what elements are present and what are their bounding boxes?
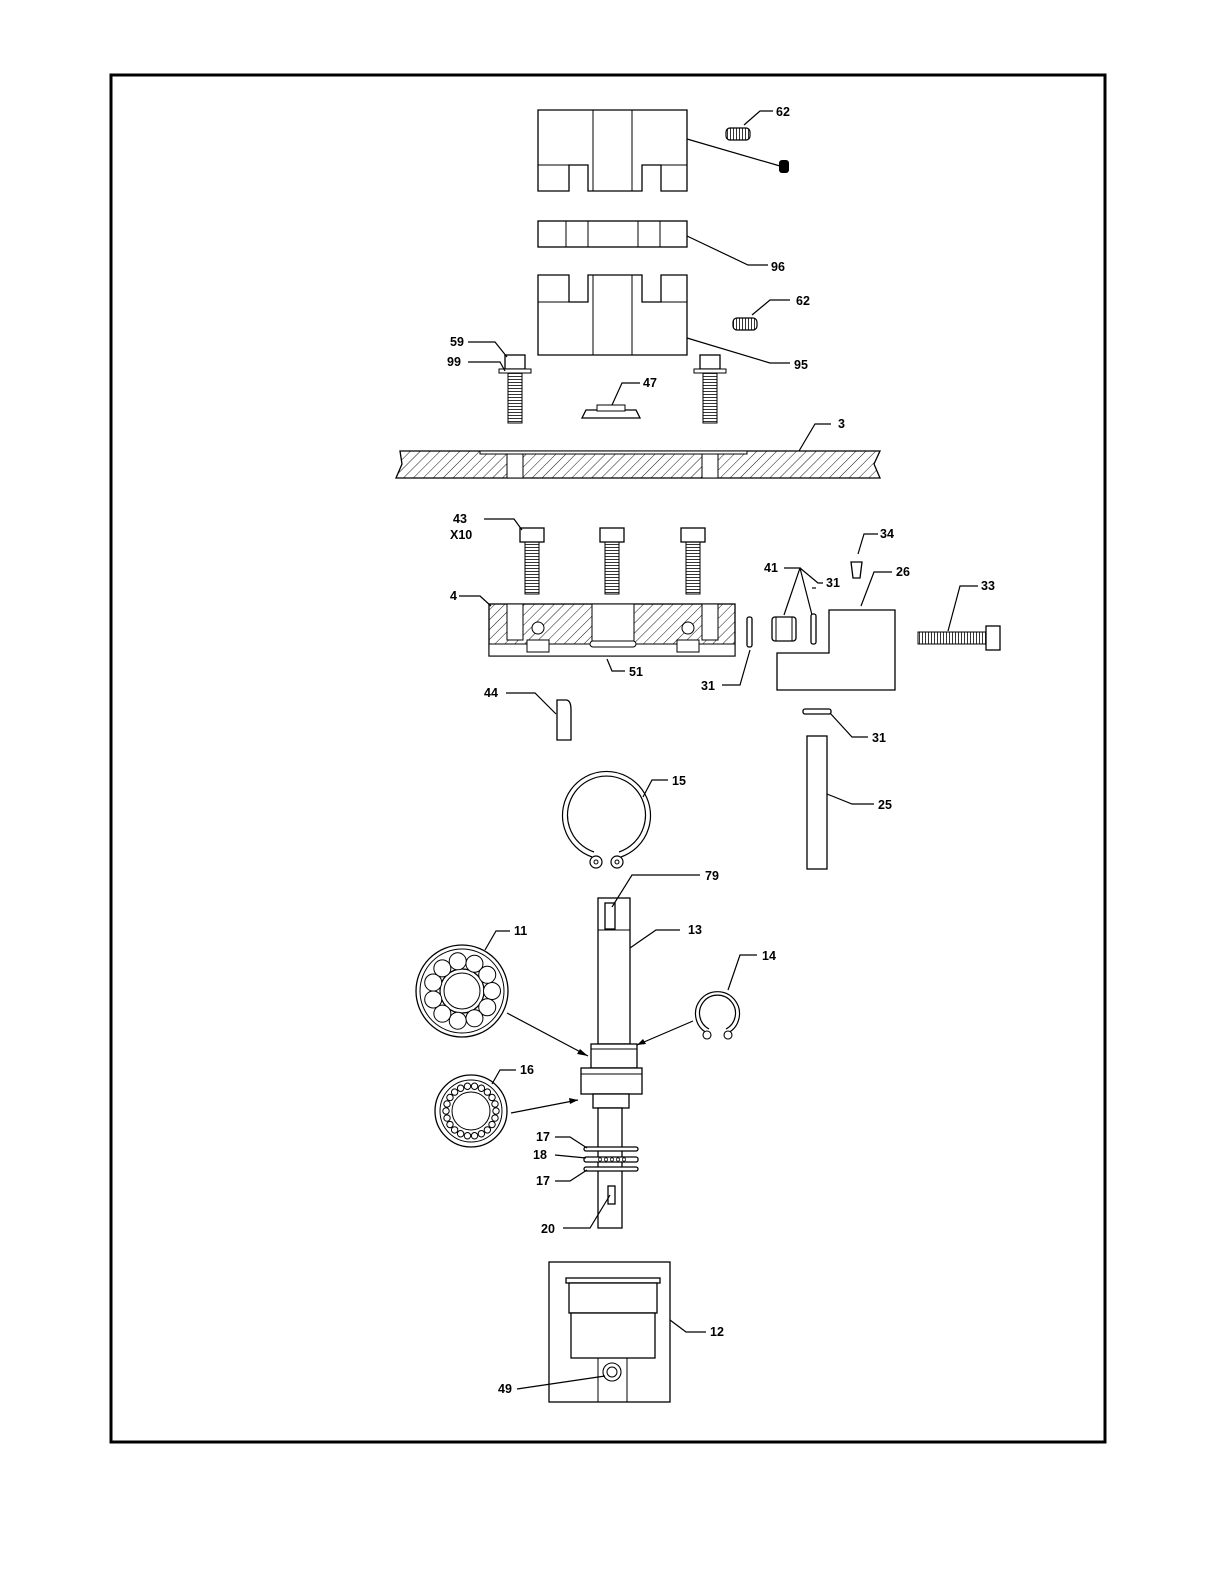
bearing-ball [489, 1094, 495, 1100]
nut-black [779, 160, 789, 173]
callout-62-mid: 62 [796, 294, 810, 308]
bearing-ball [449, 953, 466, 970]
bearing-ball [478, 1131, 484, 1137]
part-47 [582, 405, 640, 418]
bearing-16 [435, 1075, 507, 1147]
set-screw-62-top [726, 128, 750, 140]
callout-4: 4 [450, 589, 457, 603]
bearing-ball [471, 1083, 477, 1089]
bearing-ball [443, 1108, 449, 1114]
bearing-ball [451, 1089, 457, 1095]
cap-screw-43-a [520, 528, 544, 594]
set-screw-62-mid [733, 318, 757, 330]
callout-11: 11 [514, 924, 527, 938]
callout-14: 14 [762, 949, 776, 963]
callout-26: 26 [896, 565, 910, 579]
bearing-ball [444, 1101, 450, 1107]
callout-16: 16 [520, 1063, 534, 1077]
bearing-ball [489, 1121, 495, 1127]
bushing-41 [772, 617, 796, 641]
pin-31-lower [747, 617, 752, 647]
callout-59: 59 [450, 335, 464, 349]
bearing-ball [479, 966, 496, 983]
callout-43: 43 [453, 512, 467, 526]
callout-17-upper: 17 [536, 1130, 550, 1144]
callout-13: 13 [688, 923, 702, 937]
callout-x10: X10 [450, 528, 472, 542]
callout-95: 95 [794, 358, 808, 372]
callout-41: 41 [764, 561, 778, 575]
bearing-ball [484, 983, 501, 1000]
snap-ring-14 [696, 992, 740, 1039]
callout-31-upper: 31 [826, 576, 840, 590]
callout-79: 79 [705, 869, 719, 883]
plug-34 [851, 562, 862, 578]
bearing-ball [471, 1133, 477, 1139]
bearing-ball [478, 1085, 484, 1091]
cap-screw-59-left [499, 355, 531, 423]
callout-20: 20 [541, 1222, 555, 1236]
callout-17-lower: 17 [536, 1174, 550, 1188]
cap-screw-33 [918, 626, 1000, 650]
block-95 [538, 275, 687, 355]
callout-62-top: 62 [776, 105, 790, 119]
bearing-ball [447, 1094, 453, 1100]
bearing-ball [457, 1085, 463, 1091]
callout-15: 15 [672, 774, 686, 788]
bearing-ball [434, 960, 451, 977]
plate-96 [538, 221, 687, 247]
thrust-bearing-18 [584, 1157, 638, 1162]
pin-31-upper [811, 614, 816, 644]
bearing-ball [451, 1127, 457, 1133]
callout-3: 3 [838, 417, 845, 431]
cap-screw-43-c [681, 528, 705, 594]
rod-25 [807, 736, 827, 869]
bearing-ball [466, 1010, 483, 1027]
cap-screw-43-b [600, 528, 624, 594]
callout-18: 18 [533, 1148, 547, 1162]
cap-screw-59-right [694, 355, 726, 423]
housing-4 [489, 604, 735, 656]
bearing-ball [444, 1115, 450, 1121]
callout-33: 33 [981, 579, 995, 593]
callout-31-horizontal: 31 [872, 731, 886, 745]
callout-47: 47 [643, 376, 657, 390]
bearing-ball [493, 1108, 499, 1114]
callout-31-lower: 31 [701, 679, 715, 693]
bearing-ball [464, 1083, 470, 1089]
bearing-ball [492, 1101, 498, 1107]
callout-51: 51 [629, 665, 643, 679]
top-jaw-block [538, 110, 687, 191]
bearing-ball [484, 1127, 490, 1133]
callout-25: 25 [878, 798, 892, 812]
callout-44: 44 [484, 686, 498, 700]
bearing-ball [464, 1133, 470, 1139]
table-plate-3 [396, 451, 880, 478]
bearing-ball [492, 1115, 498, 1121]
bearing-ball [449, 1012, 466, 1029]
snap-ring-15 [563, 771, 651, 868]
bearing-11 [416, 945, 508, 1037]
callout-34: 34 [880, 527, 894, 541]
bearing-ball [425, 991, 442, 1008]
bearing-ball [484, 1089, 490, 1095]
callout-99: 99 [447, 355, 461, 369]
bearing-ball [457, 1131, 463, 1137]
washer-17-upper [584, 1147, 638, 1151]
callout-12: 12 [710, 1325, 724, 1339]
callout-96: 96 [771, 260, 785, 274]
pin-31-horizontal [803, 709, 831, 714]
washer-17-lower [584, 1167, 638, 1171]
key-44 [557, 700, 571, 740]
shaft-13 [581, 898, 642, 1228]
bearing-ball [447, 1121, 453, 1127]
callout-49: 49 [498, 1382, 512, 1396]
